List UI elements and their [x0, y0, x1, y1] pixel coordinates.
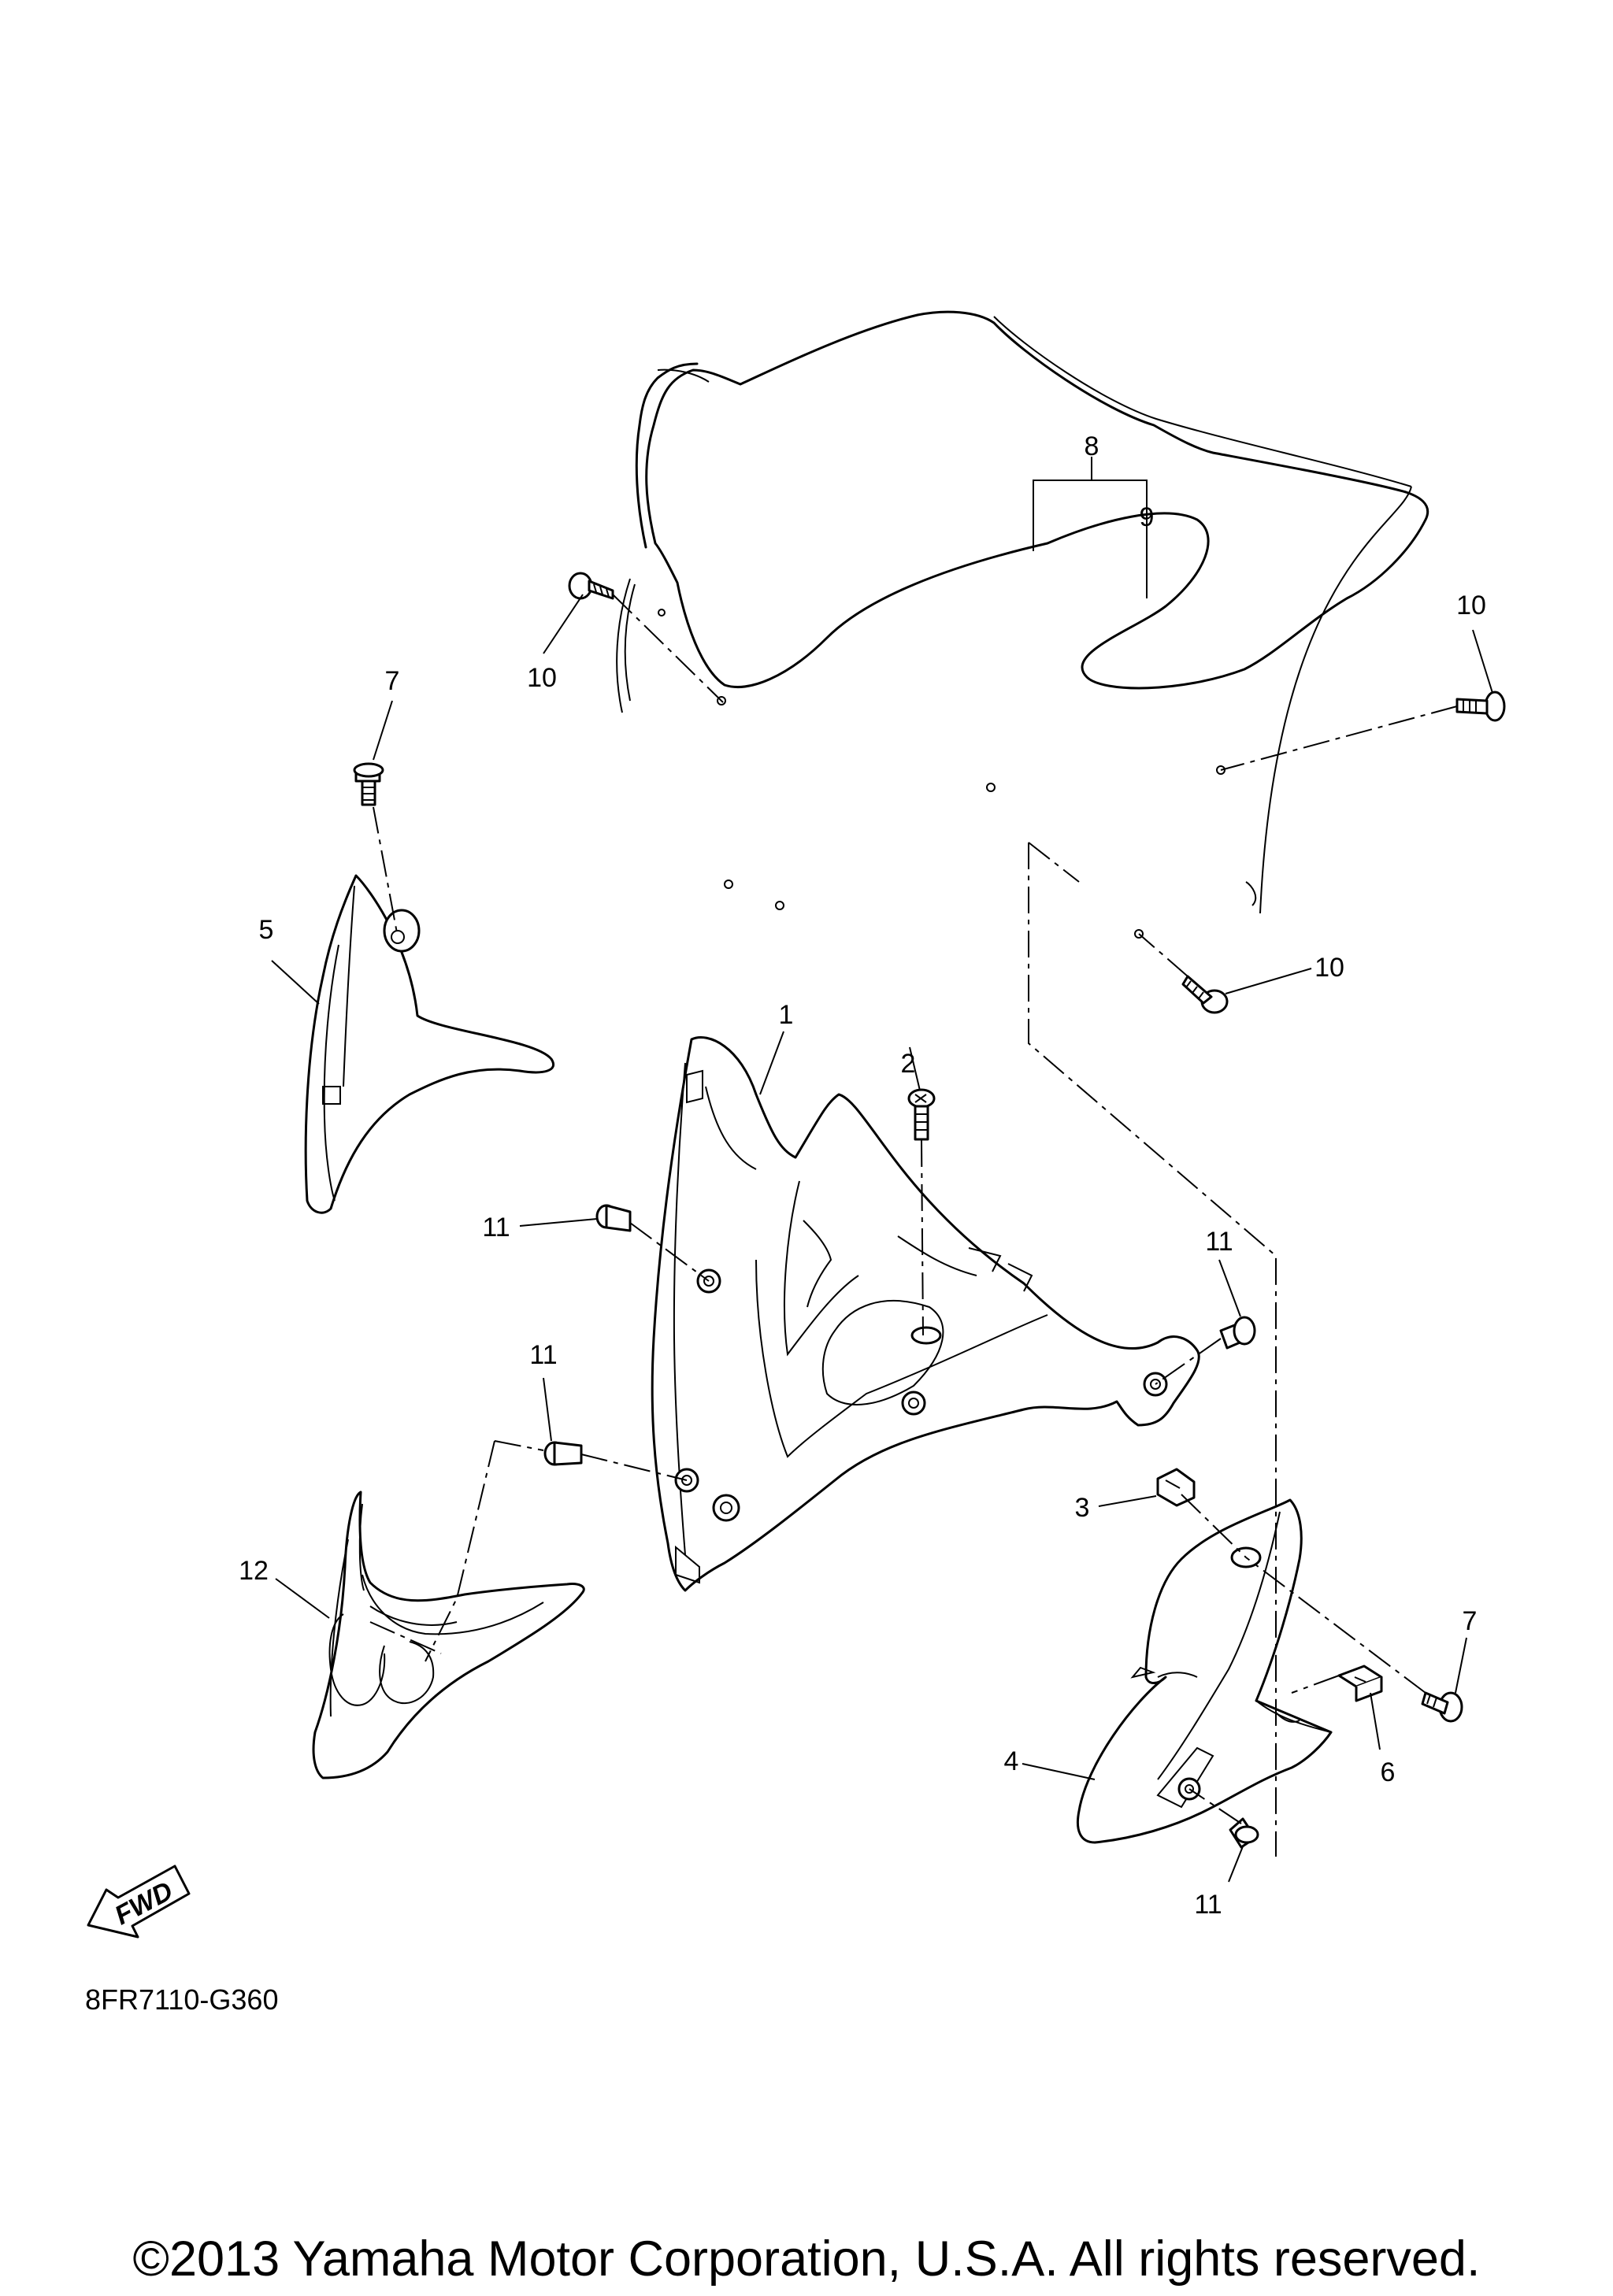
callout-10-upper-left: 10	[527, 663, 557, 693]
diagram-code: 8FR7110-G360	[85, 1983, 278, 2016]
lower-front-panel-part	[312, 1491, 585, 1779]
callout-10-upper-right: 10	[1456, 591, 1486, 620]
collar-part-11-b	[543, 1441, 583, 1466]
callout-12: 12	[239, 1556, 269, 1586]
side-panel-right-part	[1076, 1498, 1333, 1844]
screw-part-7-left	[353, 762, 384, 806]
side-panel-left-part	[304, 874, 554, 1214]
callout-9: 9	[1140, 502, 1155, 532]
bolt-part-10-upper-left	[568, 572, 614, 600]
callout-6: 6	[1381, 1757, 1396, 1787]
callout-11-c: 11	[1205, 1227, 1233, 1257]
clip-nut-part-3	[1156, 1468, 1196, 1507]
copyright-notice: ©2013 Yamaha Motor Corporation, U.S.A. A…	[133, 2231, 1481, 2287]
collar-part-11-d	[1229, 1817, 1259, 1849]
callout-7-right: 7	[1463, 1606, 1478, 1636]
callout-11-b: 11	[529, 1340, 557, 1370]
assembly-lines	[369, 594, 1458, 1857]
clip-nut-part-6	[1337, 1665, 1383, 1702]
bolt-part-10-upper-right	[1455, 691, 1506, 722]
callout-1: 1	[779, 1000, 794, 1030]
leader-lines	[271, 457, 1493, 1883]
collar-part-11-c	[1219, 1316, 1256, 1350]
windshield-part	[616, 310, 1429, 939]
collar-part-11-a	[595, 1204, 632, 1232]
callout-labels: 8 9 10 10 10 7 5 1 2 11 11 11 12 3 7 4 6…	[239, 431, 1486, 1920]
callout-10-lower: 10	[1315, 953, 1344, 983]
fwd-arrow-icon: FWD	[87, 1865, 191, 1939]
main-cowling-part	[651, 1036, 1200, 1592]
callout-2: 2	[901, 1049, 916, 1079]
screw-part-2	[907, 1088, 936, 1141]
bolt-part-10-lower	[1181, 975, 1229, 1014]
callout-4: 4	[1004, 1746, 1019, 1776]
callout-3: 3	[1075, 1493, 1090, 1523]
callout-8: 8	[1085, 431, 1099, 461]
callout-11-d: 11	[1194, 1890, 1222, 1920]
callout-7-left: 7	[385, 666, 400, 696]
callout-11-a: 11	[482, 1213, 510, 1242]
screw-part-7-right	[1421, 1691, 1463, 1723]
callout-5: 5	[259, 915, 274, 945]
